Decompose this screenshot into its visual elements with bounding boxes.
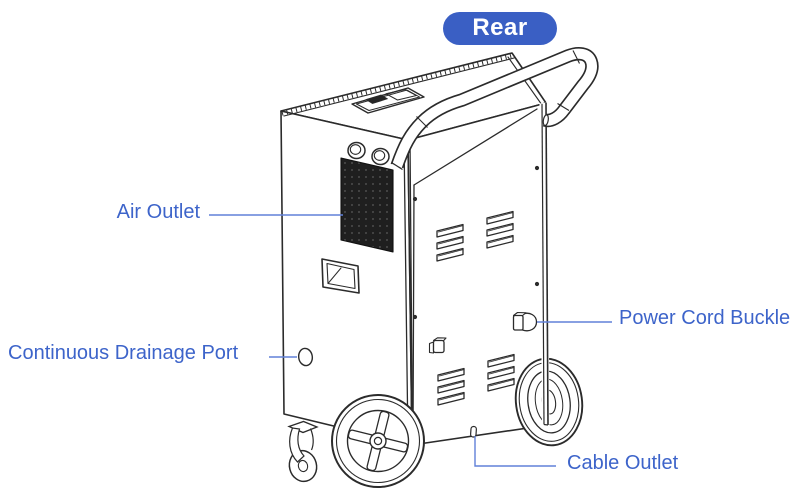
display-screen bbox=[365, 94, 388, 104]
air-outlet-label: Air Outlet bbox=[116, 201, 200, 223]
cable-outlet-notch bbox=[470, 425, 477, 438]
cord-clip bbox=[428, 337, 447, 354]
top-edge-inner-line bbox=[283, 57, 515, 117]
air-outlet-grille bbox=[340, 157, 394, 253]
rear-strip-bottom-edge bbox=[413, 108, 538, 186]
cable-outlet-leader bbox=[474, 436, 556, 467]
power-cord-buckle bbox=[512, 311, 538, 332]
front-corner-edge-2 bbox=[409, 139, 414, 446]
dehumidifier-body bbox=[280, 52, 549, 446]
panel-screws bbox=[412, 165, 540, 320]
leader-lines bbox=[209, 214, 612, 467]
continuous-drainage-port-label: Continuous Drainage Port bbox=[8, 342, 239, 364]
power-cord-buckle-label: Power Cord Buckle bbox=[619, 307, 791, 329]
front-corner-edge bbox=[403, 138, 409, 445]
rear-panel-left-edge bbox=[412, 184, 415, 443]
continuous-drainage-port bbox=[297, 347, 314, 367]
rear-view-badge: Rear bbox=[443, 12, 557, 45]
caster-wheel bbox=[287, 420, 319, 483]
rear-corner-band bbox=[539, 102, 550, 427]
filter-knobs bbox=[347, 141, 390, 166]
control-panel bbox=[351, 87, 425, 114]
push-handle bbox=[390, 46, 599, 171]
side-handle-recess bbox=[321, 258, 360, 294]
rear-wheel-left bbox=[331, 394, 425, 488]
cable-outlet-label: Cable Outlet bbox=[567, 452, 679, 474]
